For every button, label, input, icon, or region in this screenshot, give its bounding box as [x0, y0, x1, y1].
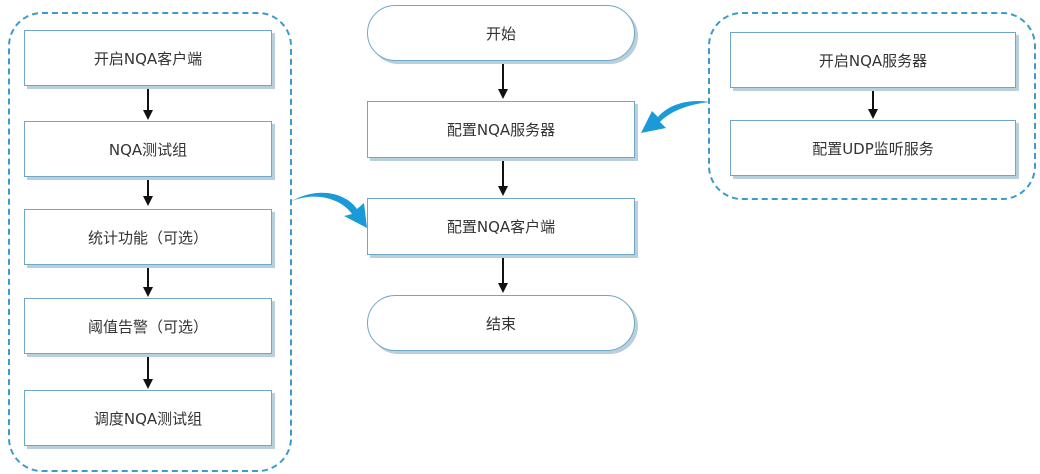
- client-step-statistics: 统计功能（可选）: [24, 209, 272, 265]
- curved-arrow-server-group: [641, 100, 710, 133]
- configure-nqa-server-step: 配置NQA服务器: [367, 101, 635, 158]
- configure-nqa-client-step: 配置NQA客户端: [367, 198, 635, 255]
- start-node: 开始: [367, 5, 635, 61]
- curved-arrow-client-group: [292, 192, 367, 228]
- client-step-schedule-test-group: 调度NQA测试组: [24, 390, 272, 446]
- client-step-test-group: NQA测试组: [24, 121, 272, 177]
- client-step-enable-client: 开启NQA客户端: [24, 30, 272, 86]
- client-step-threshold-alarm: 阈值告警（可选）: [24, 298, 272, 354]
- client-config-group: [8, 12, 292, 472]
- server-step-enable-server: 开启NQA服务器: [730, 32, 1016, 88]
- server-step-udp-listen: 配置UDP监听服务: [730, 120, 1016, 176]
- end-node: 结束: [367, 295, 635, 351]
